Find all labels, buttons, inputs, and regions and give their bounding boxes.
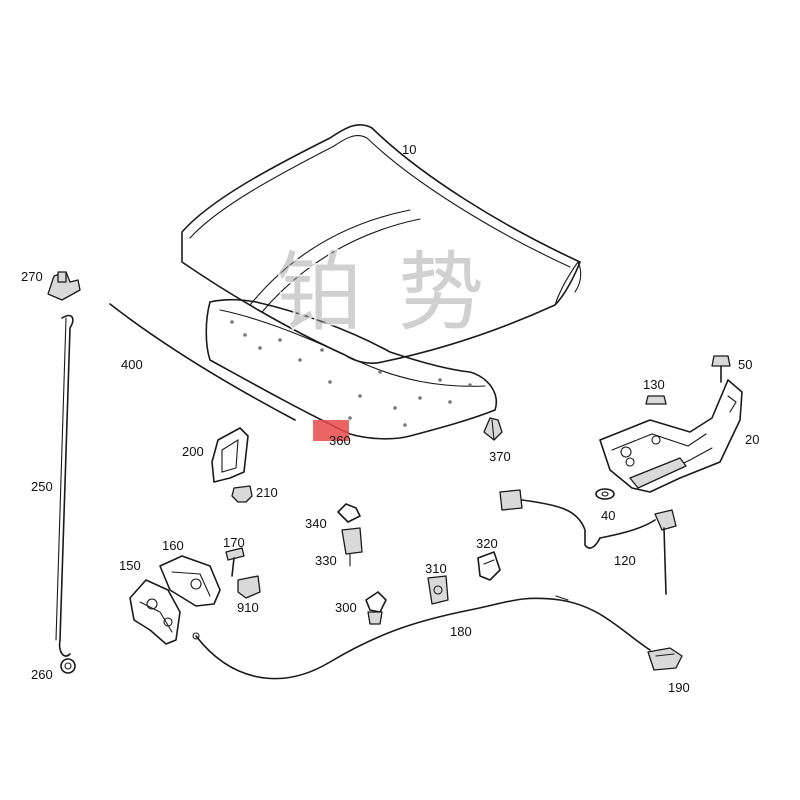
release-cable [192,595,651,680]
mounting-bracket [211,427,249,483]
hinge-nut [645,395,667,405]
plastic-clip [231,485,253,503]
hood-prop-rod [55,314,74,657]
hood-hinge [599,379,743,493]
cable-holder [427,575,449,605]
label-340: 340 [305,516,327,531]
label-190: 190 [668,680,690,695]
label-50: 50 [738,357,752,372]
label-160: 160 [162,538,184,553]
lock-mechanism [159,555,221,607]
label-210: 210 [256,485,278,500]
label-130: 130 [643,377,665,392]
hinge-washer [595,488,615,500]
label-250: 250 [31,479,53,494]
hood-contact-switch [499,489,677,595]
lock-bolt [225,547,245,577]
label-200: 200 [182,444,204,459]
insulation-clip-holes [230,320,472,427]
label-400: 400 [121,357,143,372]
hood-insulation-mat [205,298,497,440]
release-handle [647,647,683,671]
hood-panel [181,123,582,364]
push-clip [341,527,363,567]
label-330: 330 [315,553,337,568]
cable-guide [477,551,501,581]
label-120: 120 [614,553,636,568]
retaining-washer [337,503,361,523]
trim-clip [483,417,503,441]
label-40: 40 [601,508,615,523]
hood-seal-strip [109,303,296,421]
rod-holder-bracket [47,271,81,301]
label-150: 150 [119,558,141,573]
rod-grommet [60,658,76,674]
label-180: 180 [450,624,472,639]
label-10: 10 [402,142,416,157]
lock-clip [237,575,261,599]
highlight-marker [313,420,349,441]
hinge-bolt [711,355,731,383]
label-300: 300 [335,600,357,615]
label-360: 360 [329,433,351,448]
label-310: 310 [425,561,447,576]
label-910: 910 [237,600,259,615]
label-370: 370 [489,449,511,464]
watermark-right: 势 [398,243,484,343]
label-260: 260 [31,667,53,682]
label-320: 320 [476,536,498,551]
watermark-left: 铂 [276,243,362,343]
cable-clip [365,591,387,625]
hood-lock-latch [129,579,181,645]
label-270: 270 [21,269,43,284]
label-20: 20 [745,432,759,447]
label-170: 170 [223,535,245,550]
